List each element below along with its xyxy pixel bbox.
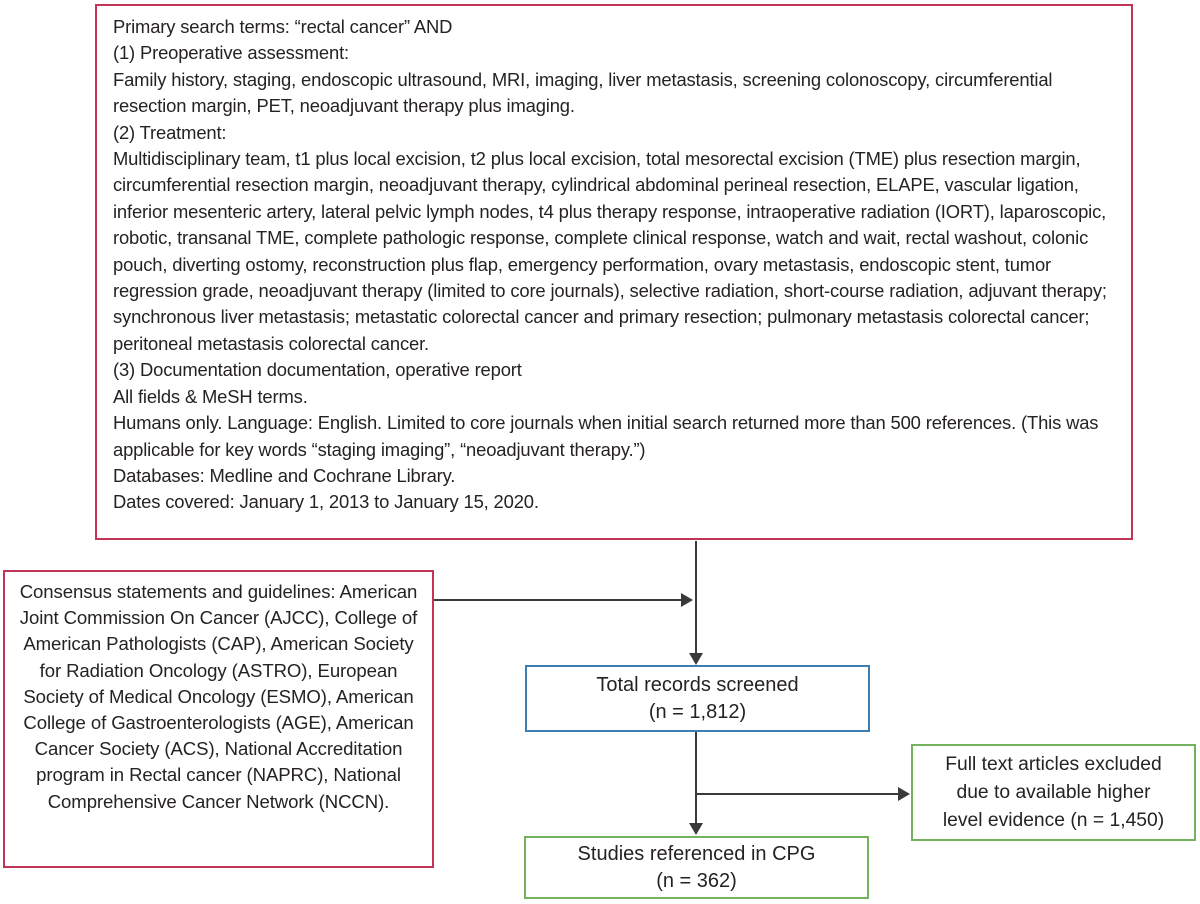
studies-referenced-box: Studies referenced in CPG (n = 362) [524,836,869,899]
arrowhead-into-referenced-icon [689,823,703,835]
search-terms-line: Multidisciplinary team, t1 plus local ex… [113,148,1107,354]
studies-referenced-count: (n = 362) [656,869,737,892]
connector-search-to-screened-line [695,541,697,654]
search-terms-line: (2) Treatment: [113,121,227,143]
arrowhead-into-screened-icon [689,653,703,665]
search-terms-line: (3) Documentation documentation, operati… [113,359,522,381]
articles-excluded-line: level evidence (n = 1,450) [942,809,1165,831]
connector-branch-to-excluded-line [696,793,899,795]
search-terms-box: Primary search terms: “rectal cancer” AN… [95,4,1133,540]
articles-excluded-line: due to available higher [956,781,1151,803]
arrowhead-into-excluded-icon [898,787,910,801]
articles-excluded-box: Full text articles excluded due to avail… [911,744,1196,841]
search-terms-line: (1) Preoperative assessment: [113,42,350,64]
total-records-screened-box: Total records screened (n = 1,812) [525,665,870,732]
articles-excluded-line: Full text articles excluded [945,753,1162,775]
total-records-screened-label: Total records screened [596,673,799,696]
search-terms-line: Primary search terms: “rectal cancer” AN… [113,16,453,37]
arrowhead-consensus-join-icon [681,593,693,607]
consensus-guidelines-text: Consensus statements and guidelines: Ame… [19,581,418,812]
search-terms-line: All fields & MeSH terms. [113,385,308,407]
connector-consensus-to-screened-line [434,599,681,601]
search-terms-line: Dates covered: January 1, 2013 to Januar… [113,491,539,513]
search-terms-line: Databases: Medline and Cochrane Library. [113,464,456,486]
search-terms-line: Family history, staging, endoscopic ultr… [113,68,1053,117]
search-terms-line: Humans only. Language: English. Limited … [113,412,1099,460]
studies-referenced-label: Studies referenced in CPG [577,842,816,865]
consensus-guidelines-box: Consensus statements and guidelines: Ame… [3,570,434,868]
total-records-screened-count: (n = 1,812) [648,700,747,723]
connector-screened-to-referenced-line [695,732,697,824]
